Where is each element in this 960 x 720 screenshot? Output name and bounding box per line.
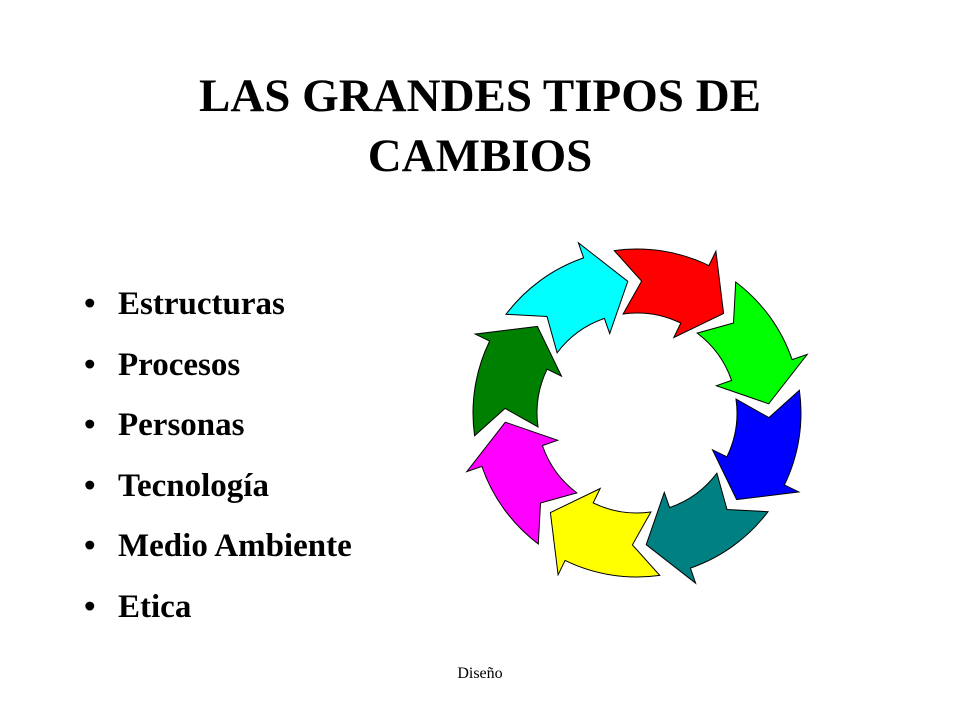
- bullet-item: • Estructuras: [84, 274, 352, 335]
- cycle-arrow-green: [696, 281, 809, 405]
- cycle-arrow-dark-green: [472, 325, 563, 437]
- bullet-dot: •: [84, 588, 96, 625]
- footer-text: Diseño: [457, 665, 503, 682]
- cycle-arrow-yellow: [549, 487, 661, 578]
- bullet-label: Procesos: [118, 346, 241, 383]
- bullet-label: Personas: [118, 407, 245, 443]
- bullet-dot: •: [84, 467, 96, 504]
- bullet-dot: •: [84, 286, 96, 322]
- slide-title: LAS GRANDES TIPOS DE CAMBIOS: [0, 66, 960, 186]
- bullet-label: Tecnología: [118, 467, 269, 504]
- bullet-label: Etica: [118, 588, 192, 625]
- bullet-label: Medio Ambiente: [118, 528, 352, 564]
- bullet-item: • Personas: [84, 395, 352, 456]
- slide-title-line-2: CAMBIOS: [367, 130, 593, 182]
- bullet-item: • Procesos: [84, 335, 352, 396]
- circular-arrows-diagram: [465, 241, 809, 585]
- bullet-item: • Etica: [84, 577, 352, 638]
- bullet-item: • Tecnología: [84, 456, 352, 517]
- cycle-arrow-teal: [645, 472, 769, 585]
- bullet-list: • Estructuras • Procesos • Personas • Tecnol…: [84, 274, 352, 637]
- bullet-dot: •: [84, 346, 96, 383]
- bullet-label: Estructuras: [118, 286, 285, 322]
- bullet-item: • Medio Ambiente: [84, 516, 352, 577]
- slide-title-line-1: LAS GRANDES TIPOS DE: [199, 70, 761, 122]
- cycle-arrow-magenta: [465, 421, 578, 545]
- bullet-dot: •: [84, 407, 96, 443]
- cycle-arrow-cyan: [505, 241, 629, 354]
- cycle-arrow-red: [613, 248, 725, 339]
- bullet-dot: •: [84, 528, 96, 564]
- cycle-arrow-blue: [711, 389, 802, 501]
